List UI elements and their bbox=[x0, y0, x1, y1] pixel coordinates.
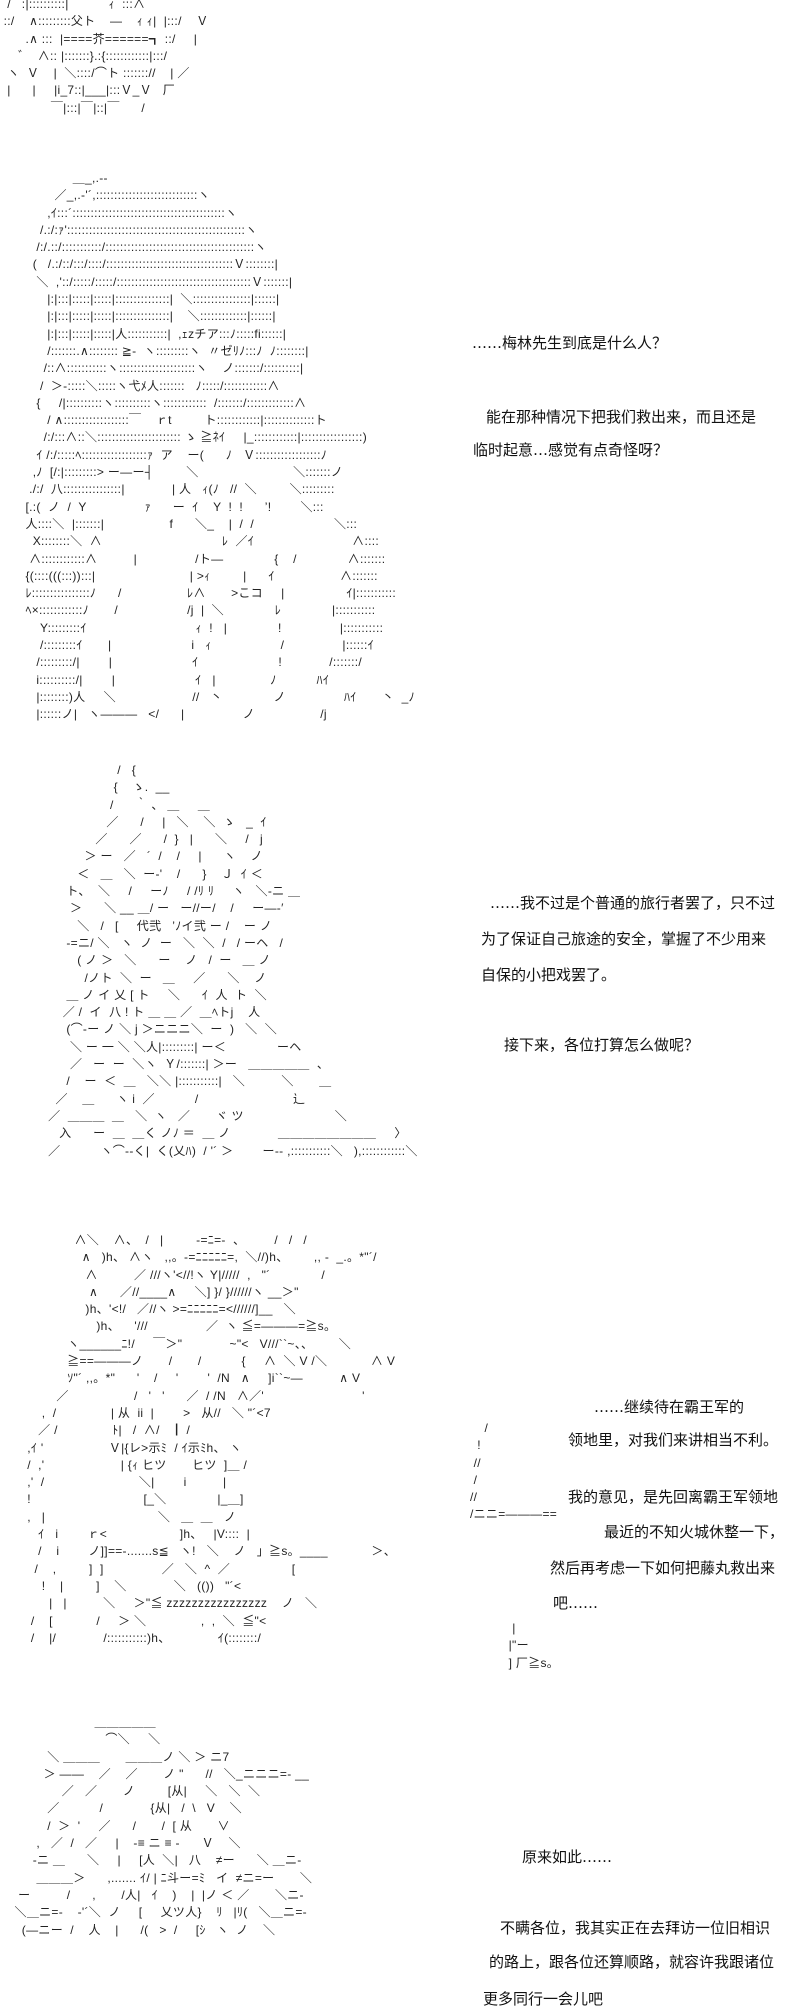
dialogue-line: 更多同行一会儿吧 bbox=[483, 1990, 604, 2008]
ascii-art-figure-2: / { { ゝ. __ / ｀ 、 ＿ ＿ ／ / | ＼ ＼ ゝ _ ｲ ／ … bbox=[48, 763, 418, 1158]
dialogue-line: 接下来，各位打算怎么做呢？ bbox=[504, 1036, 700, 1054]
dialogue-line: ……我不过是个普通的旅行者罢了，只不过 bbox=[490, 894, 776, 912]
ascii-art-figure-1: ＿_,.-‐ ／_,.-'´,:::::::::::::::::::::::::… bbox=[25, 171, 415, 722]
dialogue-line: 原来如此…… bbox=[522, 1848, 613, 1866]
dialogue-line: 我的意见，是先回离霸王军领地 bbox=[568, 1488, 779, 1506]
ascii-art-top: / :|::::::::::| ｨ :::∧ ::/ ∧:::::::::父ト … bbox=[3, 0, 209, 115]
dialogue-line: 自保的小把戏罢了。 bbox=[481, 966, 617, 984]
dialogue-line: ……梅林先生到底是什么人？ bbox=[472, 334, 668, 352]
dialogue-line: ……继续待在霸王军的 bbox=[594, 1398, 745, 1416]
dialogue-line: 然后再考虑一下如何把藤丸救出来 bbox=[550, 1559, 776, 1577]
ascii-art-figure-3: ∧＼ ∧、 / | -=ﾆ=- 、 / / / ∧ )h、 ∧ヽ ,,。-=ﾆﾆ… bbox=[27, 1233, 397, 1645]
dialogue-line: 临时起意…感觉有点奇怪呀？ bbox=[473, 441, 669, 459]
dialogue-line: 的路上，跟各位还算顺路，就容许我跟诸位 bbox=[489, 1953, 775, 1971]
ascii-art-figure-4: ＿＿＿＿＿ ⌒＼ ＼ ＼ ＿＿＿ ＿＿＿ノ ＼ ＞ ニ7 ＞ ―― ／ ／ ノ … bbox=[14, 1715, 313, 1937]
dialogue-line: 领地里，对我们来讲相当不利。 bbox=[568, 1431, 779, 1449]
dialogue-line: 不瞒各位，我其实正在去拜访一位旧相识 bbox=[500, 1919, 771, 1937]
dialogue-line: 最近的不知火城休整一下， bbox=[604, 1523, 785, 1541]
dialogue-line: 吧…… bbox=[553, 1594, 599, 1612]
ascii-art-figure-3-right: / ! // / // /ニニ=―――== bbox=[470, 1421, 558, 1522]
dialogue-line: 能在那种情况下把我们救出来，而且还是 bbox=[486, 408, 757, 426]
ascii-art-figure-3-corner: | |"ー ] 厂≧s。 bbox=[508, 1621, 560, 1670]
dialogue-line: 为了保证自己旅途的安全，掌握了不少用来 bbox=[481, 930, 767, 948]
